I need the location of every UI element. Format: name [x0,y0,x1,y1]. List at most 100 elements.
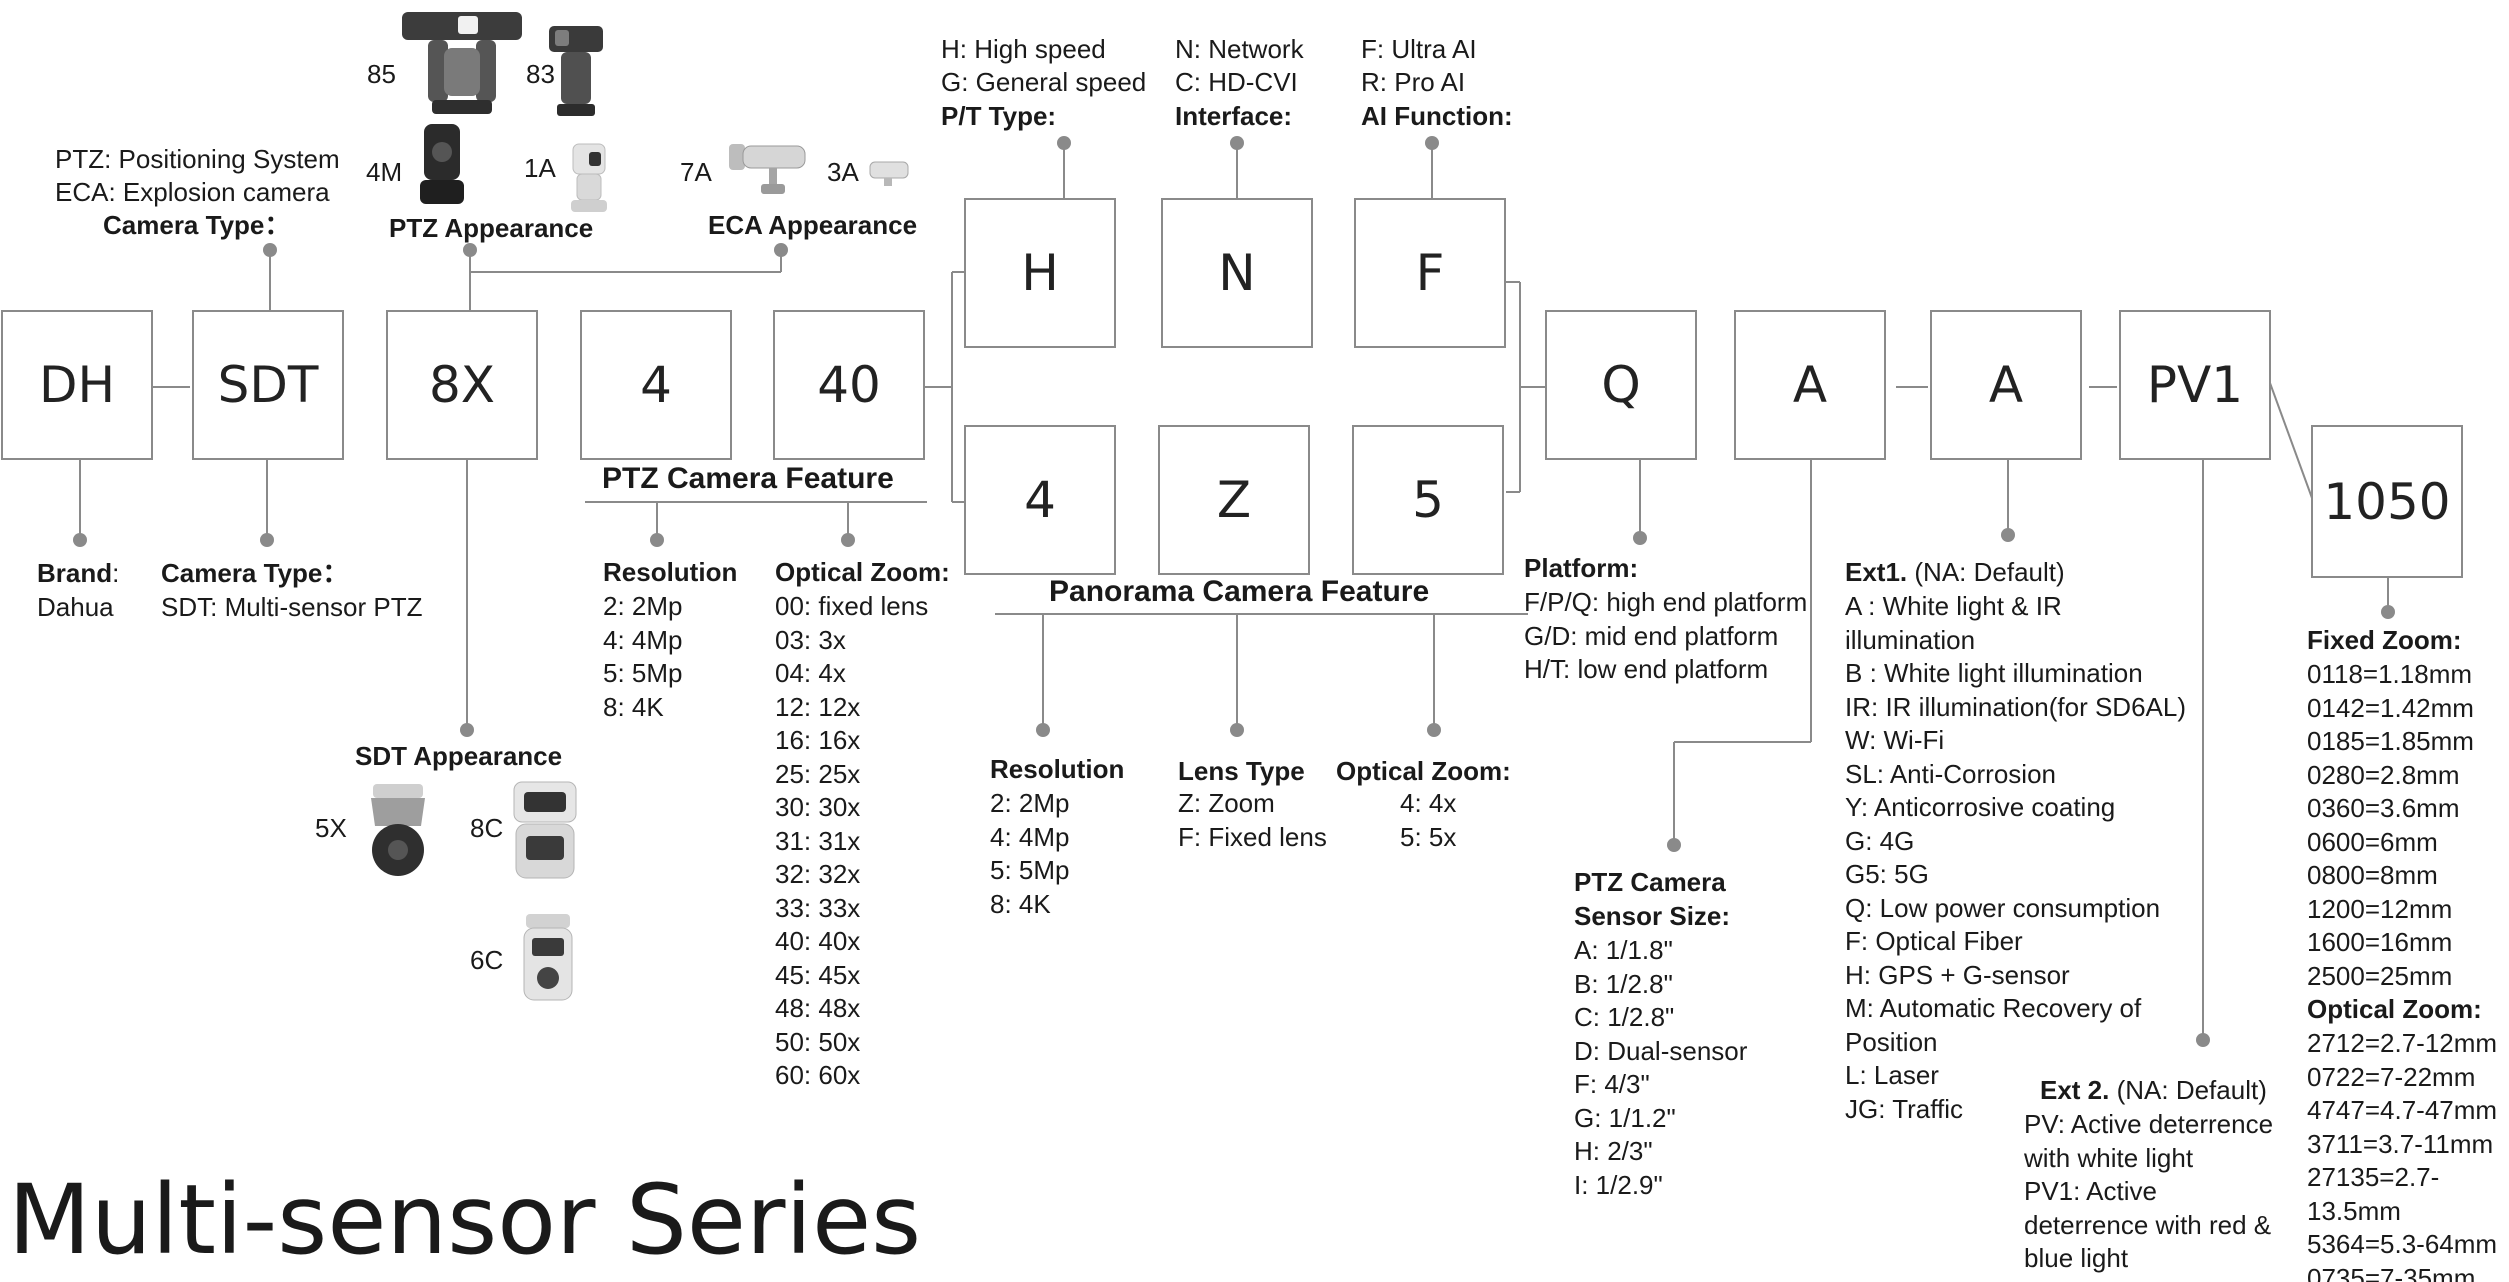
ext2-list: PV: Active deterrence with white light P… [2024,1108,2273,1276]
list-item: G/D: mid end platform [1524,620,1779,651]
camera-1a-image [571,143,607,212]
model-label-3a: 3A [827,157,859,187]
code-box-interface: N [1161,198,1313,348]
list-item: illumination [1845,624,1976,655]
list-item: 5: 5x [1400,821,1457,852]
list-item: M: Automatic Recovery of [1845,993,2142,1023]
resolution-list: 2: 2Mp 4: 4Mp 5: 5Mp 8: 4K [603,590,683,724]
code-box-ext1: A [1930,310,2082,460]
list-item: 00: fixed lens [775,591,929,621]
list-item: 4: 4x [1400,788,1457,818]
resolution-label: Resolution [603,557,738,587]
optical-zoom-label: Optical Zoom: [775,557,950,587]
list-item: 2: 2Mp [990,788,1070,818]
list-item: 03: 3x [775,624,846,655]
list-item: 31: 31x [775,825,861,856]
sdt-appearance-label: SDT Appearance [355,741,563,771]
model-label-83: 83 [526,59,555,89]
code-box-lens-type: Z [1158,425,1310,575]
list-item: 1200=12mm [2307,893,2453,924]
list-item: C: 1/2.8" [1574,1002,1675,1032]
platform-label: Platform: [1524,553,1639,583]
list-item: 04: 4x [775,658,846,688]
list-item: 30: 30x [775,792,861,822]
list-item: 5: 5Mp [990,855,1070,885]
list-item: 0118=1.18mm [2307,659,2473,689]
sensor-size-label-1: PTZ Camera [1574,867,1726,897]
ext1-label: Ext1. (NA: Default) [1845,557,2065,587]
brand-label: Brand: [37,558,120,588]
camera-4m-image [420,124,464,204]
list-item: B : White light illumination [1845,658,2143,688]
camera-type-line-eca: ECA: Explosion camera [55,177,330,207]
ai-function-label: AI Function: [1361,101,1513,131]
list-item: 4: 4Mp [603,624,683,655]
list-item: H: GPS + G-sensor [1845,959,2070,990]
list-item: 0142=1.42mm [2307,692,2474,723]
pano-zoom-label: Optical Zoom: [1336,756,1511,786]
list-item: 8: 4K [990,888,1051,919]
list-item: Position [1845,1026,1938,1057]
list-item: F/P/Q: high end platform [1524,587,1808,617]
camera-3a-image [869,161,909,186]
list-item: 5364=5.3-64mm [2307,1229,2498,1259]
list-item: L: Laser [1845,1060,1939,1090]
list-item: JG: Traffic [1845,1093,1963,1124]
interface-line-c: C: HD-CVI [1175,67,1298,97]
interface-line-n: N: Network [1175,34,1304,64]
list-item: B: 1/2.8" [1574,968,1673,999]
fixed-zoom-list: 0118=1.18mm 0142=1.42mm 0185=1.85mm 0280… [2307,658,2507,993]
list-item: 2: 2Mp [603,591,683,621]
code-box-lens: 1050 [2311,425,2463,578]
list-item: 27135=2.7- [2307,1162,2440,1192]
code-box-ai-function: F [1354,198,1506,348]
fixed-zoom-label: Fixed Zoom: [2307,625,2462,655]
ptz-camera-feature-label: PTZ Camera Feature [602,462,894,495]
camera-83-image [549,26,603,116]
list-item: 60: 60x [775,1060,861,1090]
list-item: 2712=2.7-12mm [2307,1028,2498,1058]
list-item: 3711=3.7-11mm [2307,1128,2494,1159]
ai-line-f: F: Ultra AI [1361,34,1477,64]
code-box-ext2: PV1 [2119,310,2271,460]
list-item: 4: 4Mp [990,821,1070,852]
list-item: 0722=7-22mm [2307,1061,2476,1092]
ext1-list: A : White light & IR illumination B : Wh… [1845,590,2186,1126]
list-item: Y: Anticorrosive coating [1845,792,2116,822]
list-item: 50: 50x [775,1026,861,1057]
brand-value: Dahua [37,592,114,622]
code-box-brand: DH [1,310,153,460]
eca-appearance-label: ECA Appearance [708,210,918,240]
list-item: 0735=7-35mm [2307,1262,2476,1282]
code-box-platform: Q [1545,310,1697,460]
list-item: 0280=2.8mm [2307,759,2460,790]
list-item: with white light [2024,1142,2194,1173]
list-item: 8: 4K [603,691,664,722]
list-item: deterrence with red & [2024,1209,2272,1240]
list-item: 32: 32x [775,859,861,889]
model-label-5x: 5X [315,813,347,843]
list-item: 5: 5Mp [603,658,683,688]
list-item: 1600=16mm [2307,927,2453,957]
pt-type-line-g: G: General speed [941,67,1147,97]
list-item: H/T: low end platform [1524,654,1769,684]
code-box-optical-zoom: 40 [773,310,925,460]
code-box-pt-type: H [964,198,1116,348]
ai-line-r: R: Pro AI [1361,67,1466,97]
camera-85-image [402,12,522,114]
list-item: 2500=25mm [2307,960,2453,991]
model-label-8c: 8C [470,813,504,843]
list-item: F: Fixed lens [1178,821,1327,852]
ptz-appearance-label: PTZ Appearance [389,213,594,243]
ext2-label: Ext 2. (NA: Default) [2040,1075,2267,1105]
code-box-pano-resolution: 4 [964,425,1116,575]
camera-type-top-label: Camera Type： [103,210,291,240]
list-item: A : White light & IR [1845,591,2062,621]
model-label-1a: 1A [524,153,556,183]
model-label-7a: 7A [680,157,712,187]
list-item: W: Wi-Fi [1845,725,1945,755]
list-item: D: Dual-sensor [1574,1035,1748,1066]
list-item: F: 4/3" [1574,1069,1650,1099]
sensor-size-label-2: Sensor Size: [1574,901,1731,931]
list-item: 0800=8mm [2307,860,2438,890]
